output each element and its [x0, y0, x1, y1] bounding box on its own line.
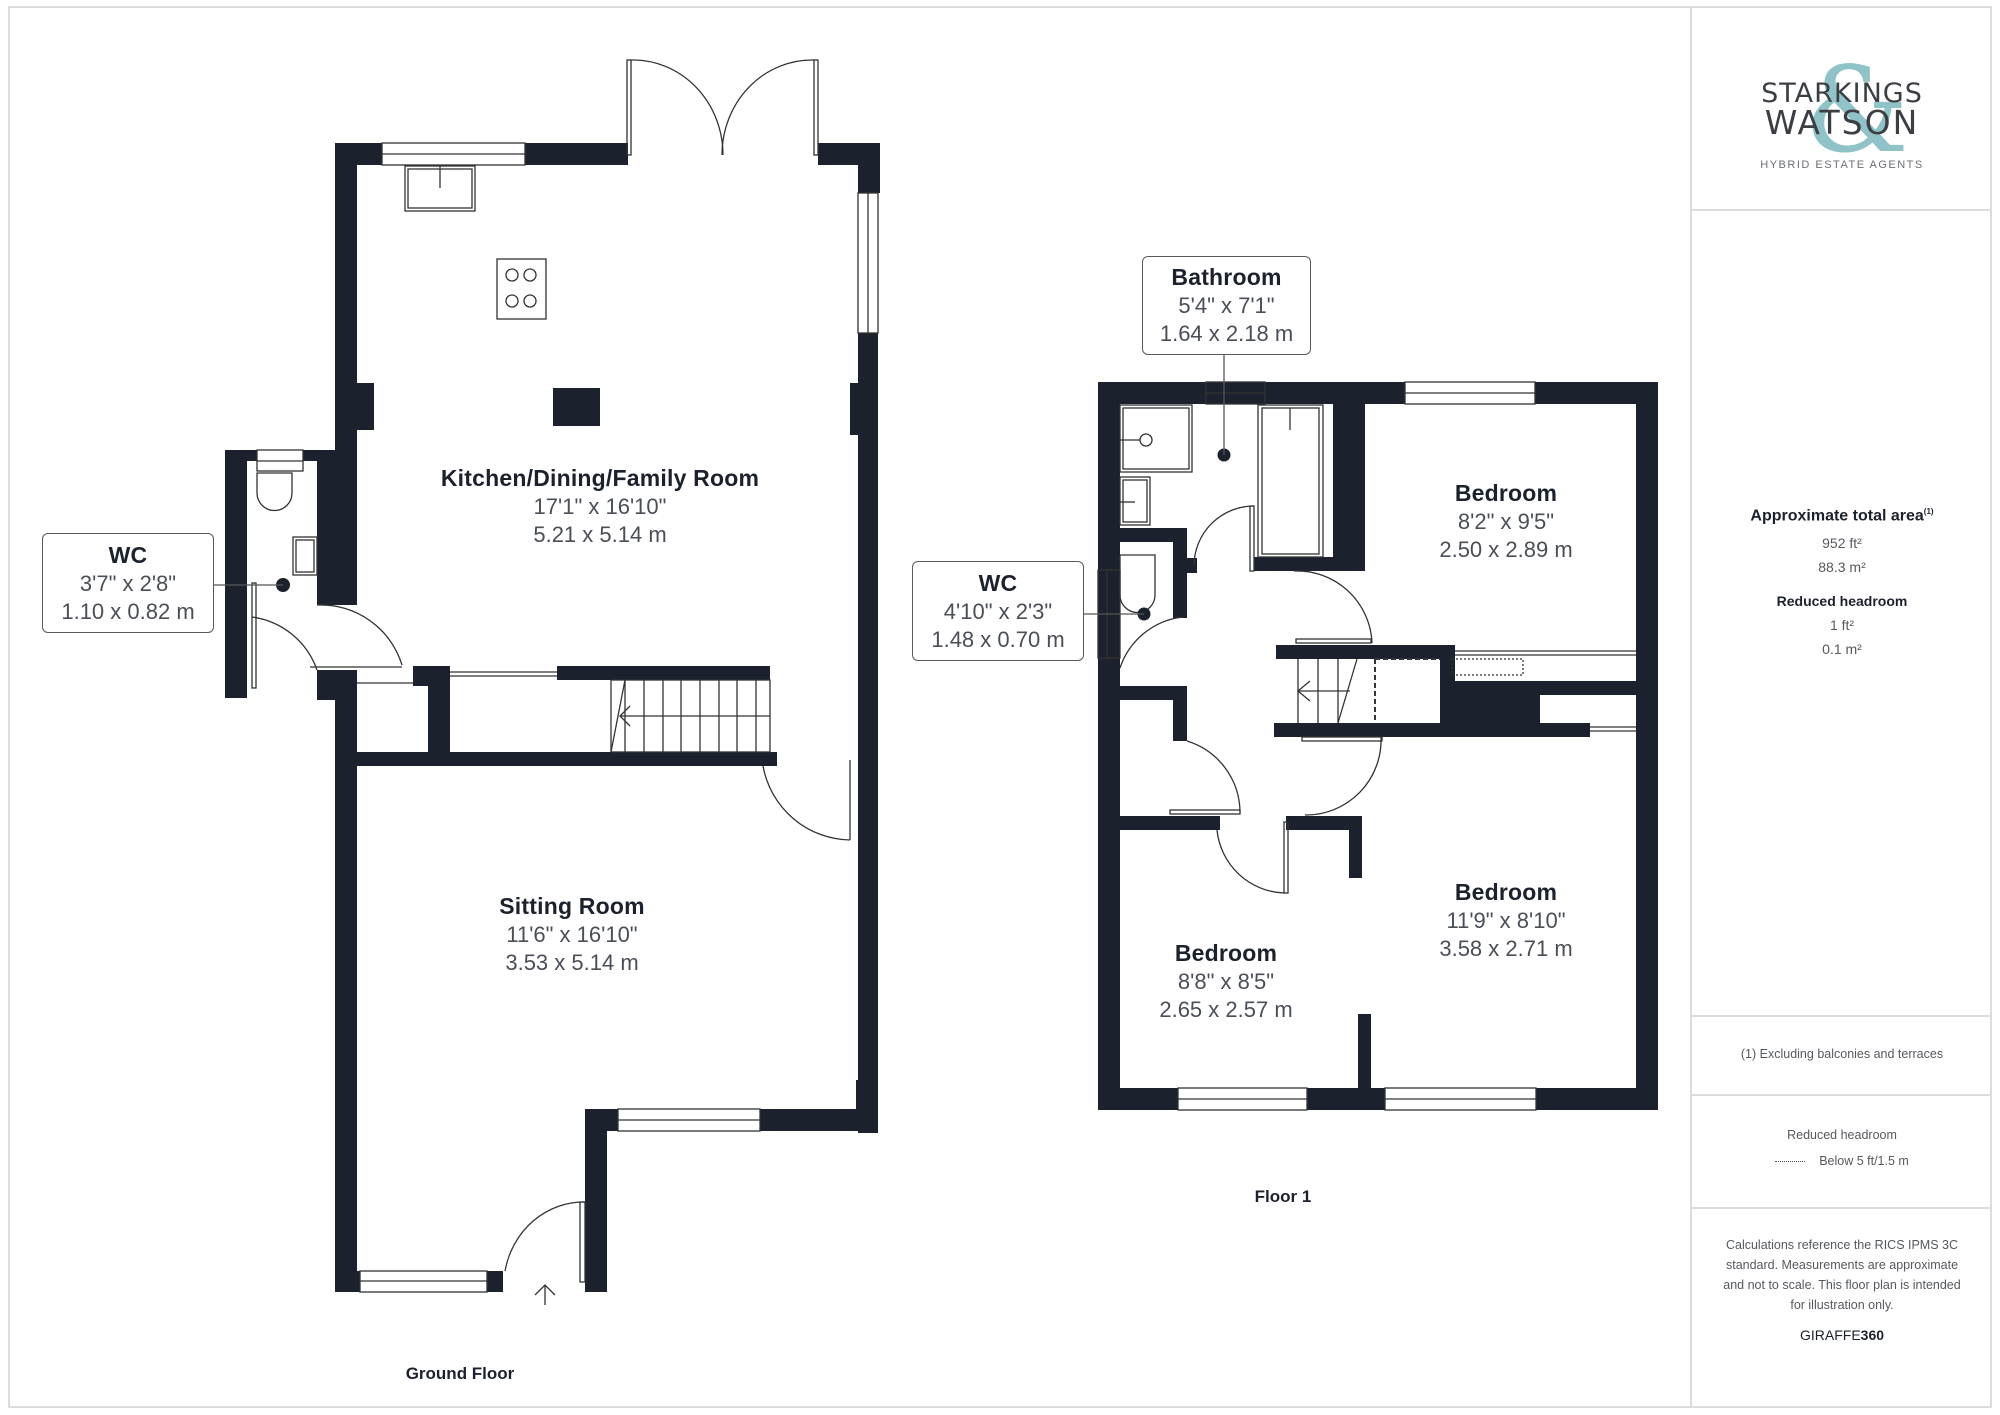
room-name: Sitting Room [499, 893, 645, 919]
brand-suffix: 360 [1860, 1327, 1885, 1343]
room-name: Kitchen/Dining/Family Room [440, 465, 760, 491]
room-dim-imperial: 4'10" x 2'3" [943, 599, 1053, 624]
area-sqft: 952 ft² [1822, 535, 1862, 552]
room-dim-metric: 1.48 x 0.70 m [931, 627, 1065, 652]
info-panel: & STARKINGS WATSON HYBRID ESTATE AGENTS … [1690, 6, 1992, 1408]
logo-section: & STARKINGS WATSON HYBRID ESTATE AGENTS [1692, 6, 1992, 211]
first-floor-fixtures [1097, 381, 1636, 1111]
room-dim-metric: 2.65 x 2.57 m [1159, 997, 1293, 1022]
footnote-text: (1) Excluding balconies and terraces [1740, 1047, 1944, 1061]
room-dim-imperial: 5'4" x 7'1" [1178, 293, 1275, 318]
area-section: Approximate total area(1) 952 ft² 88.3 m… [1692, 211, 1992, 1017]
disclaimer-section: Calculations reference the RICS IPMS 3C … [1692, 1209, 1992, 1408]
area-title-text: Approximate total area [1750, 507, 1924, 525]
room-dim-metric: 3.58 x 2.71 m [1439, 936, 1573, 961]
first-floor-title: Floor 1 [1254, 1187, 1312, 1206]
legend-item-text: Below 5 ft/1.5 m [1819, 1154, 1909, 1168]
reduced-sqm: 0.1 m² [1822, 641, 1862, 658]
room-name: Bedroom [1174, 940, 1278, 966]
room-name: WC [978, 570, 1018, 596]
brand-prefix: GIRAFFE [1799, 1327, 1861, 1343]
callout-bathroom: Bathroom 5'4" x 7'1" 1.64 x 2.18 m [1142, 256, 1311, 355]
agency-logo: & STARKINGS WATSON HYBRID ESTATE AGENTS [1732, 50, 1952, 184]
legend-item: Below 5 ft/1.5 m [1692, 1154, 1992, 1168]
giraffe360-brand: GIRAFFE360 [1692, 1327, 1992, 1343]
legend-section: Reduced headroom Below 5 ft/1.5 m [1692, 1096, 1992, 1209]
reduced-sqft: 1 ft² [1829, 617, 1855, 634]
area-sqm: 88.3 m² [1818, 559, 1866, 576]
room-dim-imperial: 17'1" x 16'10" [533, 494, 667, 519]
room-dim-imperial: 11'9" x 8'10" [1446, 908, 1566, 933]
room-label-bedroom-2: Bedroom 11'9" x 8'10" 3.58 x 2.71 m [1439, 877, 1572, 963]
page-frame [8, 6, 1992, 1408]
room-dim-metric: 2.50 x 2.89 m [1439, 537, 1573, 562]
callout-ground-wc: WC 3'7" x 2'8" 1.10 x 0.82 m [42, 533, 214, 633]
room-dim-imperial: 8'2" x 9'5" [1457, 509, 1555, 534]
first-floor-plan [1098, 382, 1658, 1110]
room-name: Bathroom [1171, 264, 1282, 290]
room-dim-metric: 1.64 x 2.18 m [1159, 321, 1294, 346]
room-dim-imperial: 3'7" x 2'8" [79, 571, 177, 596]
disclaimer-text: Calculations reference the RICS IPMS 3C … [1723, 1238, 1961, 1312]
ampersand-logo-icon: & [1804, 41, 1910, 179]
ground-floor-plan [225, 143, 880, 1292]
room-label-bedroom-1: Bedroom 8'2" x 9'5" 2.50 x 2.89 m [1439, 478, 1572, 564]
reduced-title: Reduced headroom [1776, 593, 1908, 610]
ground-floor-title: Ground Floor [405, 1364, 515, 1383]
logo-tagline: HYBRID ESTATE AGENTS [1760, 159, 1924, 171]
room-label-kitchen: Kitchen/Dining/Family Room 17'1" x 16'10… [441, 463, 759, 549]
callout-first-wc: WC 4'10" x 2'3" 1.48 x 0.70 m [912, 561, 1084, 661]
room-dim-metric: 1.10 x 0.82 m [61, 599, 195, 624]
room-name: Bedroom [1454, 480, 1558, 506]
room-label-sitting-room: Sitting Room 11'6" x 16'10" 3.53 x 5.14 … [499, 891, 645, 977]
dotted-line-icon [1775, 1161, 1806, 1163]
legend-title: Reduced headroom [1787, 1128, 1897, 1142]
room-dim-imperial: 11'6" x 16'10" [506, 922, 638, 947]
room-dim-metric: 5.21 x 5.14 m [533, 522, 667, 547]
footnote-mark: (1) [1923, 507, 1934, 516]
area-title: Approximate total area(1) [1692, 507, 1992, 525]
ground-floor-fixtures [251, 59, 879, 1305]
room-dim-metric: 3.53 x 5.14 m [505, 950, 639, 975]
footnote-section: (1) Excluding balconies and terraces [1692, 1017, 1992, 1096]
logo-line-1: STARKINGS [1761, 78, 1923, 109]
logo-line-2: WATSON [1764, 103, 1920, 142]
room-name: Bedroom [1454, 879, 1558, 905]
room-dim-imperial: 8'8" x 8'5" [1177, 969, 1275, 994]
room-name: WC [108, 542, 148, 568]
room-label-bedroom-3: Bedroom 8'8" x 8'5" 2.65 x 2.57 m [1159, 938, 1292, 1024]
